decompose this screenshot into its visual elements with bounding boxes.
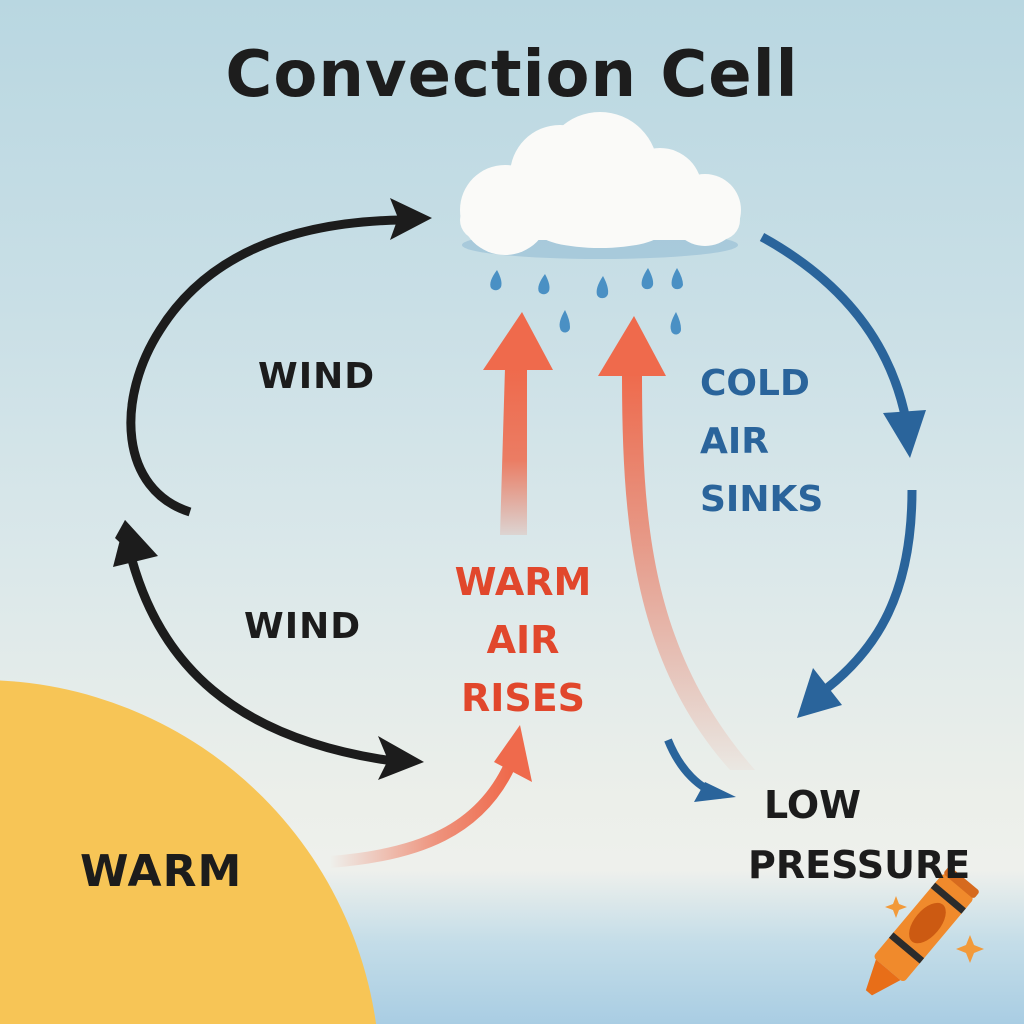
cloud-icon — [460, 112, 741, 259]
warm-label-line: AIR — [486, 618, 560, 662]
raindrop-icon — [490, 268, 683, 335]
wind-arrowhead-bottom-right — [378, 736, 424, 780]
crayon-icon — [865, 867, 979, 996]
wind-arrow-top — [126, 215, 401, 517]
warm-rising-arrow-left — [483, 312, 553, 535]
cold-label-line: COLD — [700, 363, 810, 404]
cold-air-sinks-label: COLD AIR SINKS — [700, 355, 823, 529]
cold-sinking-arrow-upper — [759, 233, 911, 421]
wind-arrow-bottom — [127, 558, 401, 767]
low-pressure-line: PRESSURE — [748, 843, 971, 887]
page-title: Convection Cell — [225, 38, 799, 112]
warm-label-line: WARM — [454, 560, 592, 604]
low-pressure-line: LOW — [764, 783, 862, 827]
warm-ground-label: WARM — [80, 846, 243, 897]
warm-air-rises-label: WARM AIR RISES — [440, 553, 606, 727]
low-pressure-label: LOW PRESSURE — [748, 775, 970, 895]
sun-icon — [0, 680, 376, 1024]
warm-rising-arrow-right — [598, 316, 755, 770]
warm-label-line: RISES — [460, 676, 586, 720]
sparkle-icon — [885, 896, 984, 963]
wind-arrowhead-top — [390, 198, 432, 240]
wind-label-top: WIND — [258, 356, 376, 397]
wind-label-bottom: WIND — [244, 606, 362, 647]
warm-arrow-from-sun — [324, 725, 532, 868]
cold-label-line: SINKS — [700, 479, 824, 520]
cold-sinking-arrow-lower — [815, 489, 917, 699]
cold-label-line: AIR — [700, 421, 769, 462]
